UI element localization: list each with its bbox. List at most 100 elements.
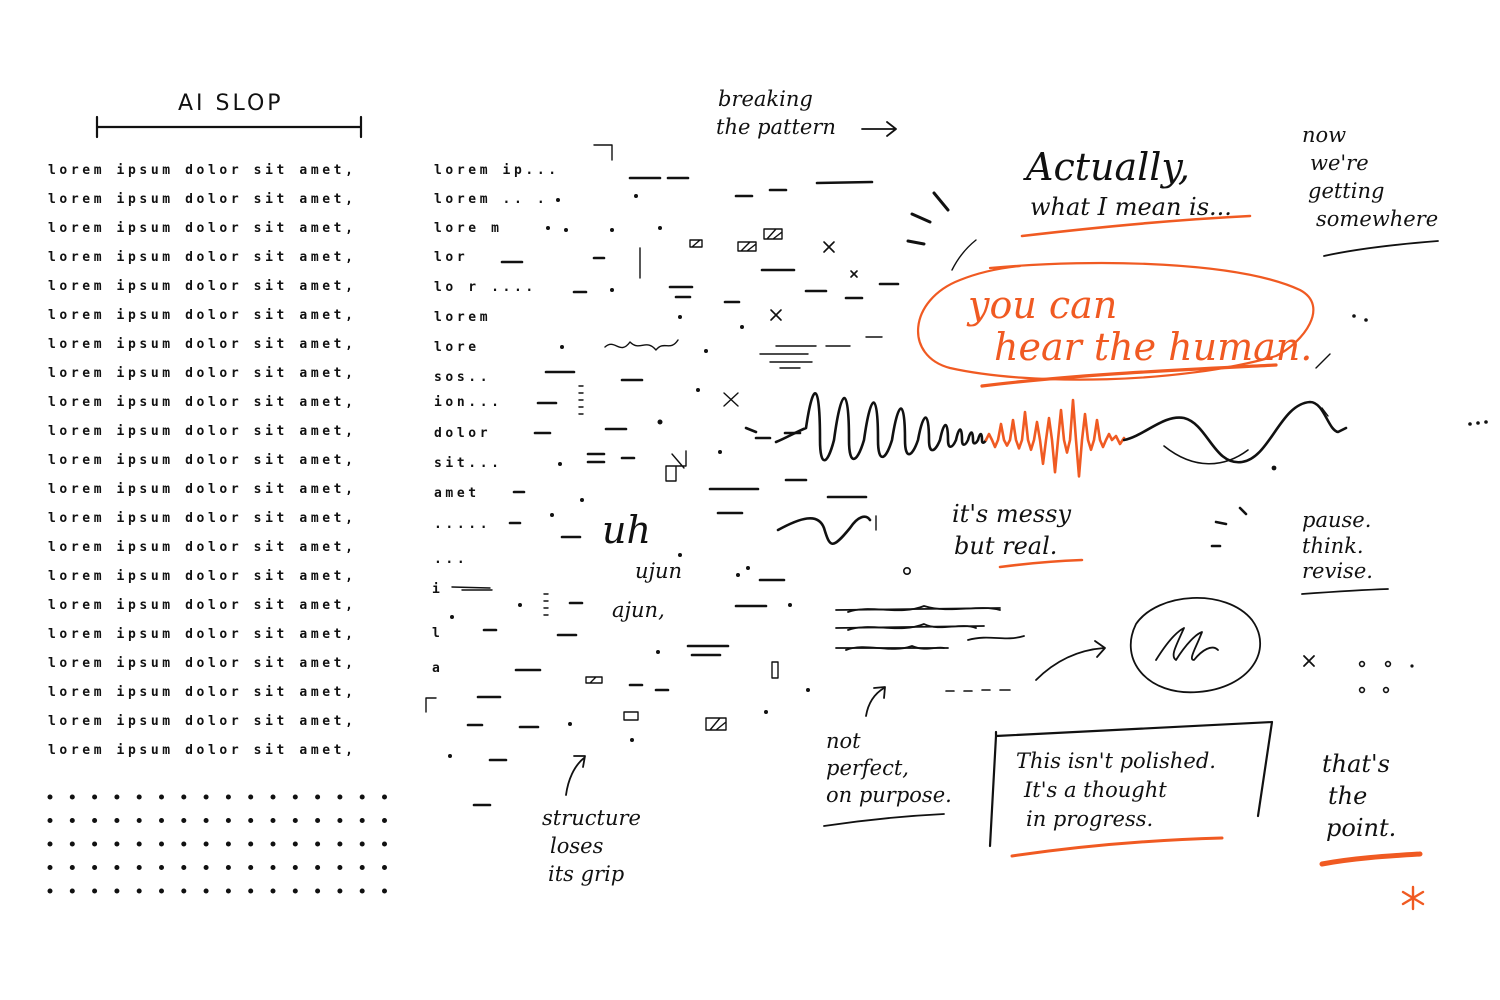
grid-dot: [203, 841, 209, 847]
not-perfect-line: not: [826, 729, 861, 753]
grid-dot: [225, 794, 231, 800]
lorem-line: lorem ipsum dolor sit amet,: [48, 192, 357, 207]
grid-dot: [225, 818, 231, 823]
grid-dot: [114, 841, 120, 847]
grid-dot: [225, 841, 231, 847]
grid-dot: [337, 865, 343, 870]
fragment-text: sos..: [434, 370, 491, 385]
pause-annotation: pause. think. revise.: [1301, 508, 1389, 595]
stray-circles: [1358, 660, 1392, 694]
dash-marks: [466, 176, 900, 807]
accent-stroke: [1315, 353, 1331, 417]
grid-dot: [292, 888, 298, 894]
grid-dot: [382, 818, 387, 823]
grid-dot: [359, 841, 365, 847]
crossed-out-lines: [835, 605, 1025, 651]
grid-dot: [92, 841, 98, 847]
fragment-text: a: [432, 661, 443, 676]
grid-dot: [92, 888, 98, 894]
lorem-line: lorem ipsum dolor sit amet,: [48, 163, 357, 178]
lorem-line: lorem ipsum dolor sit amet,: [48, 279, 357, 294]
grid-dot: [270, 818, 276, 823]
grid-dot: [181, 841, 187, 847]
grid-dot: [359, 818, 365, 823]
now-line: we're: [1310, 151, 1369, 175]
now-line: somewhere: [1316, 207, 1438, 231]
grid-dot: [181, 794, 187, 800]
orange-underline: [1010, 836, 1224, 858]
ai-slop-panel: AI SLOP lorem ipsum dolor sit amet, lore…: [47, 91, 387, 894]
structure-line: its grip: [548, 862, 624, 886]
grid-dot: [270, 888, 276, 894]
scribble-circle-icon: [1129, 597, 1262, 694]
grid-dot: [181, 818, 187, 823]
arrow-icon: [1035, 640, 1106, 681]
grid-dot: [92, 865, 98, 870]
messy-line: but real.: [954, 532, 1057, 560]
arrow-icon: [865, 686, 886, 717]
squiggle: [776, 515, 872, 546]
lorem-lines: lorem ipsum dolor sit amet, lorem ipsum …: [48, 163, 357, 758]
grid-dot: [203, 865, 209, 870]
grid-dot: [382, 794, 387, 800]
emphasis-rays: [906, 191, 950, 246]
scribble-text: uh: [602, 508, 651, 552]
grid-dot: [225, 865, 231, 870]
grid-dot: [359, 888, 365, 894]
stray-dot: [1410, 664, 1414, 668]
hear-line: hear the human.: [994, 325, 1312, 369]
now-line: now: [1302, 123, 1346, 147]
grid-dot: [270, 794, 276, 800]
grid-dot: [248, 818, 254, 823]
grid-dot: [92, 818, 98, 823]
polished-line: This isn't polished.: [1016, 749, 1216, 773]
grid-dot: [292, 865, 298, 870]
point-line: the: [1328, 782, 1367, 810]
title-bracket-icon: [95, 115, 363, 139]
orange-underline: [998, 558, 1084, 569]
breaking-line: the pattern: [716, 115, 836, 139]
grid-dot: [69, 818, 75, 823]
actually-heading: Actually,: [1023, 145, 1190, 189]
not-perfect-line: on purpose.: [826, 783, 952, 807]
grid-dot: [248, 865, 254, 870]
thought-box: This isn't polished. It's a thought in p…: [988, 720, 1274, 858]
stray-dots: [1352, 314, 1368, 322]
actually-subline: what I mean is...: [1030, 193, 1232, 221]
grid-dot: [114, 794, 120, 800]
grid-dot: [292, 818, 298, 823]
structure-line: loses: [550, 834, 604, 858]
dissolving-panel: lorem ip... lorem .. . lore m lor lo r .…: [425, 144, 900, 886]
scribble-text: ujun: [635, 559, 682, 583]
grid-dot: [382, 865, 387, 870]
now-annotation: now we're getting somewhere: [1302, 123, 1439, 257]
hear-line: you can: [966, 283, 1117, 327]
arrow-icon: [565, 755, 586, 796]
grid-dot: [136, 818, 142, 823]
grid-dot: [69, 794, 75, 800]
structure-annotation: structure loses its grip: [542, 755, 641, 886]
fragment-text: amet: [434, 486, 480, 501]
dashed-line: [945, 689, 1011, 692]
grid-dot: [337, 818, 343, 823]
hear-the-human-callout: you can hear the human.: [916, 261, 1368, 417]
grid-dot: [248, 888, 254, 894]
now-underline: [1323, 240, 1439, 257]
polished-line: in progress.: [1026, 807, 1153, 831]
fragment-text: lor: [434, 250, 468, 265]
grid-dot: [159, 865, 164, 870]
breaking-line: breaking: [718, 87, 813, 111]
grid-dot: [382, 841, 387, 847]
grid-dot: [225, 888, 231, 894]
orange-underline: [1319, 851, 1423, 867]
pause-line: pause.: [1302, 508, 1371, 532]
grid-dot: [359, 794, 365, 800]
grid-dot: [203, 888, 209, 894]
fragment-text: lo r ....: [434, 280, 537, 295]
grid-dot: [159, 794, 164, 800]
grid-dot: [47, 818, 53, 823]
x-mark-icon: [1303, 655, 1315, 667]
grid-dot: [92, 794, 98, 800]
now-line: getting: [1308, 179, 1384, 203]
scribble-text: ajun,: [612, 598, 665, 622]
